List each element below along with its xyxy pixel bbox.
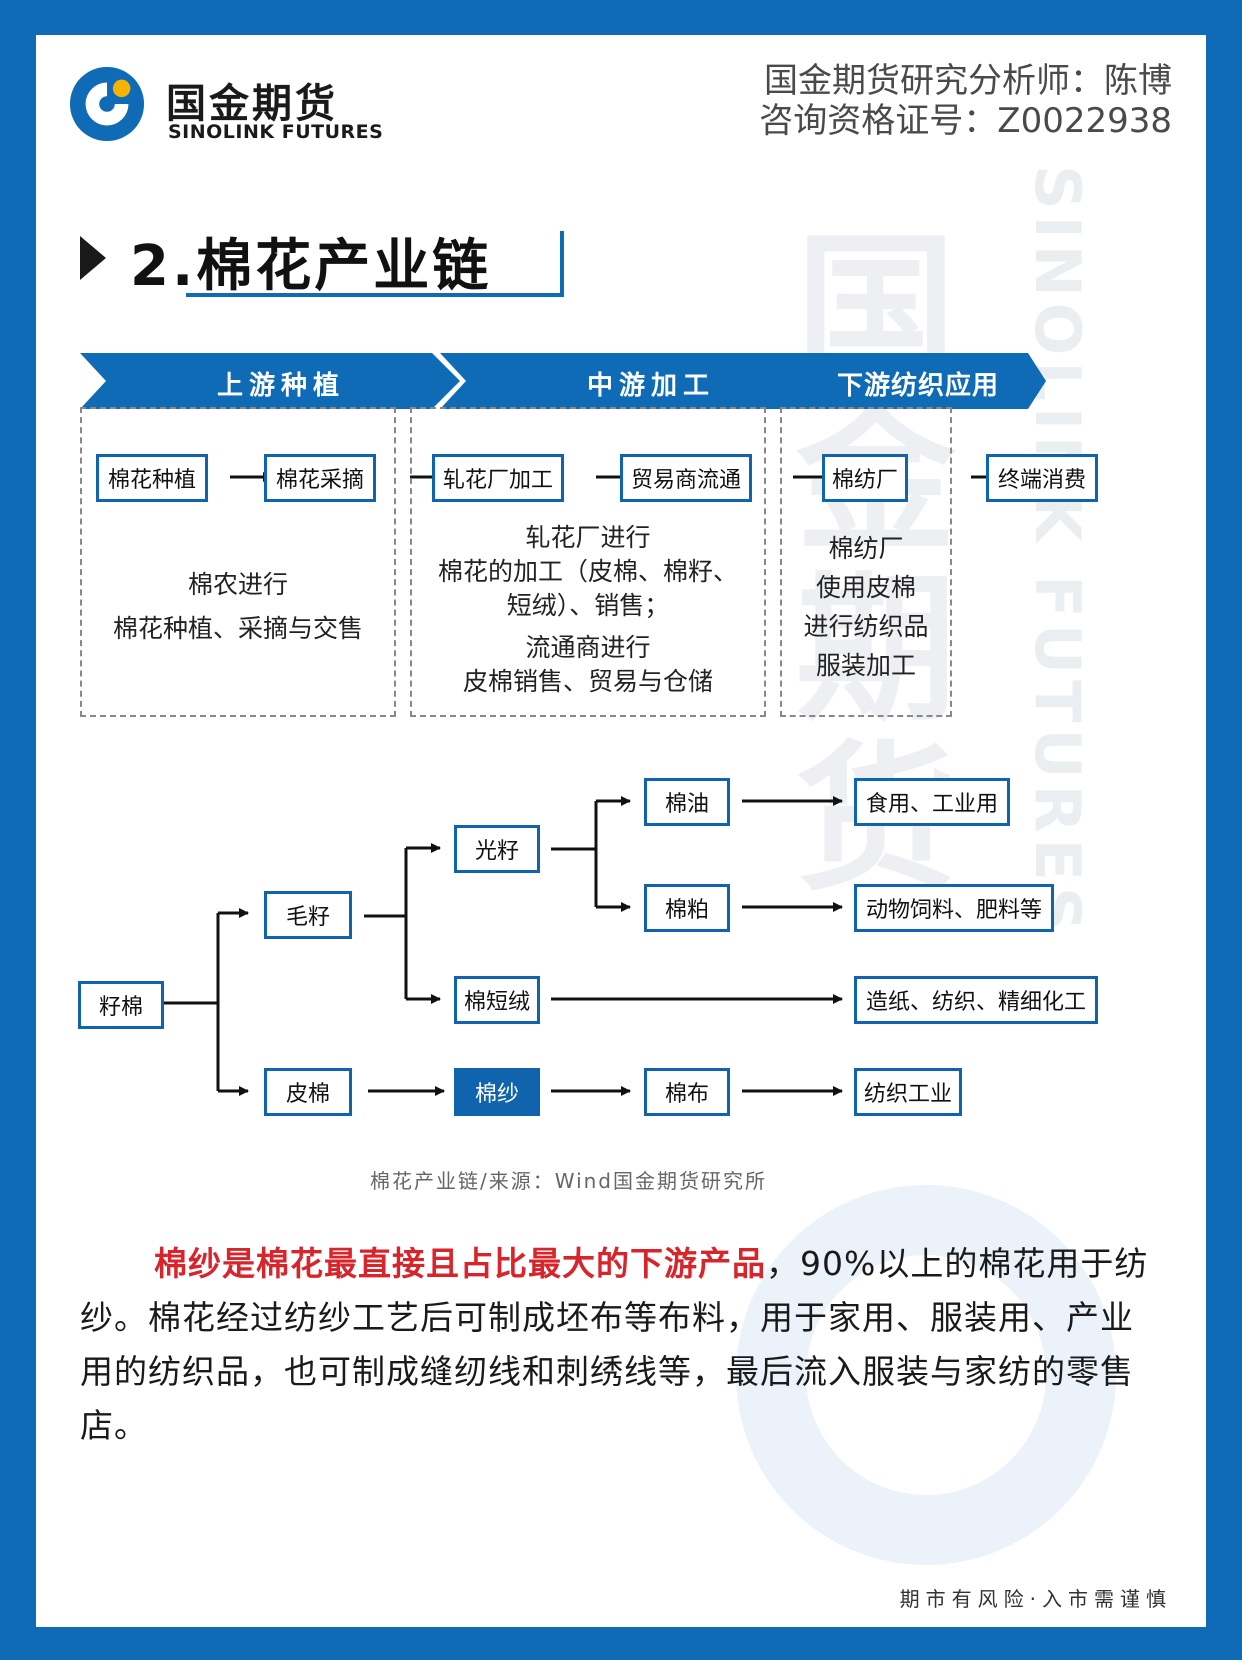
tree-use-cloth: 纺织工业 bbox=[854, 1068, 962, 1116]
midstream-description: 轧花厂进行 棉花的加工（皮棉、棉籽、 短绒）、销售； 流通商进行 皮棉销售、贸易… bbox=[437, 523, 738, 696]
stage-banner-upstream bbox=[80, 353, 460, 409]
flow-node-spinning-mill: 棉纺厂 bbox=[822, 454, 908, 502]
risk-disclaimer: 期市有风险·入市需谨慎 bbox=[899, 1587, 1172, 1611]
title-underline bbox=[186, 293, 564, 297]
tree-node-cottonseed-oil: 棉油 bbox=[644, 778, 730, 826]
content-card: 国金期货 SINOLINK FUTURES 国金期货 SINOLINK FUTU… bbox=[36, 35, 1206, 1627]
tree-node-fuzzy-seed: 毛籽 bbox=[264, 891, 352, 939]
diagram-lines bbox=[80, 353, 1046, 1096]
stage-banner-downstream bbox=[794, 353, 1046, 409]
analyst-info: 国金期货研究分析师：陈博 咨询资格证号：Z0022938 bbox=[759, 61, 1172, 141]
stage-box-upstream bbox=[80, 407, 396, 717]
stage-label-upstream: 上游种植 bbox=[216, 371, 345, 401]
analyst-license: 咨询资格证号：Z0022938 bbox=[759, 101, 1172, 141]
brand-name-cn: 国金期货 bbox=[166, 81, 338, 127]
tree-node-lint-cotton: 皮棉 bbox=[264, 1068, 352, 1116]
body-rest: ，90%以上的棉花用于纺纱。棉花经过纺纱工艺后可制成坯布等布料，用于家用、服装用… bbox=[80, 1244, 1149, 1445]
flow-node-terminal-consumption: 终端消费 bbox=[986, 454, 1098, 502]
title-underline-end bbox=[560, 231, 564, 297]
flow-node-trading: 贸易商流通 bbox=[620, 454, 752, 502]
title-triangle-icon bbox=[80, 236, 106, 280]
upstream-description: 棉农进行 棉花种植、采摘与交售 bbox=[112, 570, 363, 643]
watermark-logo-en: SINOLINK FUTURES bbox=[1021, 165, 1094, 938]
flow-node-ginning: 轧花厂加工 bbox=[432, 454, 564, 502]
tree-use-meal: 动物饲料、肥料等 bbox=[854, 884, 1054, 932]
analyst-name: 国金期货研究分析师：陈博 bbox=[764, 61, 1172, 101]
stage-label-midstream: 中游加工 bbox=[586, 371, 715, 401]
stage-box-downstream bbox=[780, 407, 952, 717]
flow-node-picking: 棉花采摘 bbox=[264, 454, 376, 502]
tree-node-seed-cotton: 籽棉 bbox=[78, 981, 164, 1029]
flow-node-planting: 棉花种植 bbox=[96, 454, 208, 502]
tree-node-cotton-cloth: 棉布 bbox=[644, 1068, 730, 1116]
stage-banner-midstream bbox=[440, 353, 846, 409]
section-title: 2.棉花产业链 bbox=[130, 234, 492, 299]
tree-use-oil: 食用、工业用 bbox=[854, 778, 1010, 826]
downstream-description: 棉纺厂 使用皮棉 进行纺织品 服装加工 bbox=[803, 534, 929, 680]
tree-use-linter: 造纸、纺织、精细化工 bbox=[854, 976, 1098, 1024]
body-highlight: 棉纱是棉花最直接且占比最大的下游产品 bbox=[154, 1244, 766, 1283]
tree-node-cottonseed-meal: 棉粕 bbox=[644, 884, 730, 932]
tree-node-cotton-yarn: 棉纱 bbox=[454, 1068, 540, 1116]
sinolink-logo-icon bbox=[69, 66, 145, 142]
tree-node-delinted-seed: 光籽 bbox=[454, 825, 540, 873]
stage-label-downstream: 下游纺织应用 bbox=[836, 371, 999, 401]
brand-name-en: SINOLINK FUTURES bbox=[168, 121, 384, 143]
body-paragraph: 棉纱是棉花最直接且占比最大的下游产品，90%以上的棉花用于纺纱。棉花经过纺纱工艺… bbox=[80, 1237, 1160, 1453]
tree-node-cotton-linter: 棉短绒 bbox=[454, 976, 540, 1024]
figure-caption: 棉花产业链/来源：Wind国金期货研究所 bbox=[370, 1169, 768, 1193]
stage-box-midstream bbox=[410, 407, 766, 717]
